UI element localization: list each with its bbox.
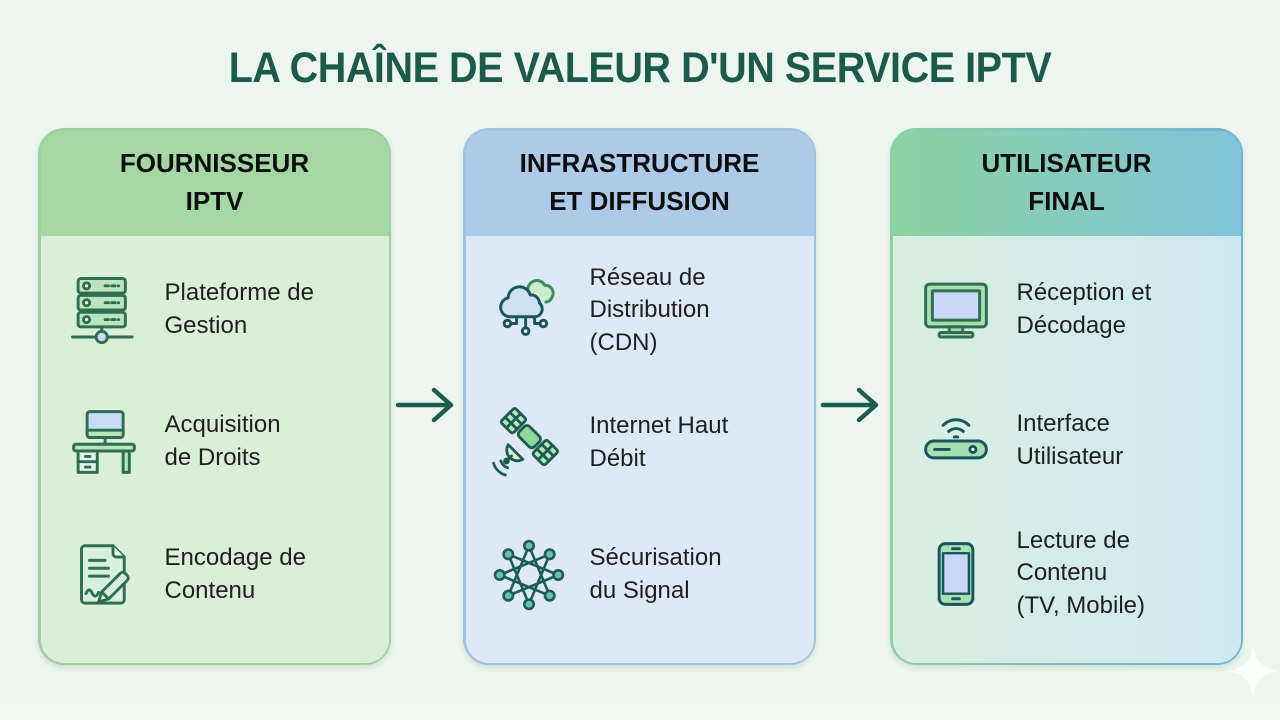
list-item: Acquisition de Droits xyxy=(67,394,379,490)
desk-computer-icon xyxy=(67,405,141,479)
sparkle-icon xyxy=(1226,644,1280,698)
item-label: Acquisition de Droits xyxy=(164,411,281,471)
satellite-icon xyxy=(491,406,566,480)
list-item: Réseau de Distribution (CDN) xyxy=(492,262,804,360)
item-label: Interface Utilisateur xyxy=(1016,410,1124,471)
list-item: Réception et Décodage xyxy=(919,262,1231,358)
card-header-infrastructure: INFRASTRUCTURE ET DIFFUSION xyxy=(465,130,814,236)
card-header-fournisseur: FOURNISSEUR IPTV xyxy=(40,130,389,236)
card-infrastructure-diffusion: INFRASTRUCTURE ET DIFFUSION xyxy=(463,128,816,665)
item-label: Lecture de Contenu (TV, Mobile) xyxy=(1016,526,1145,619)
page-title: LA CHAÎNE DE VALEUR D'UN SERVICE IPTV xyxy=(228,44,1052,92)
list-item: Internet Haut Débit xyxy=(491,395,804,491)
item-label: Plateforme de Gestion xyxy=(164,278,314,339)
card-fournisseur-iptv: FOURNISSEUR IPTV xyxy=(38,128,391,665)
item-label: Réception et Décodage xyxy=(1016,278,1152,339)
wifi-router-icon xyxy=(919,404,993,478)
list-item: Sécurisation du Signal xyxy=(492,527,804,623)
list-item: Interface Utilisateur xyxy=(919,393,1231,489)
server-stack-icon xyxy=(67,273,141,347)
card-utilisateur-final: UTILISATEUR FINAL Réception et Décodage xyxy=(890,128,1243,665)
smartphone-icon xyxy=(919,537,993,611)
item-label: Réseau de Distribution (CDN) xyxy=(589,263,710,356)
item-label: Encodage de Contenu xyxy=(164,543,306,604)
item-label: Sécurisation du Signal xyxy=(589,543,722,604)
tv-screen-icon xyxy=(919,273,993,347)
list-item: Encodage de Contenu xyxy=(67,527,379,623)
card-header-utilisateur: UTILISATEUR FINAL xyxy=(892,130,1241,236)
cloud-network-icon xyxy=(492,273,566,347)
document-pencil-icon xyxy=(67,538,141,612)
right-arrow-icon xyxy=(395,387,454,423)
list-item: Plateforme de Gestion xyxy=(67,262,379,358)
right-arrow-icon xyxy=(820,387,879,423)
item-label: Internet Haut Débit xyxy=(589,412,729,472)
list-item: Lecture de Contenu (TV, Mobile) xyxy=(919,525,1231,623)
mesh-network-icon xyxy=(492,538,566,612)
